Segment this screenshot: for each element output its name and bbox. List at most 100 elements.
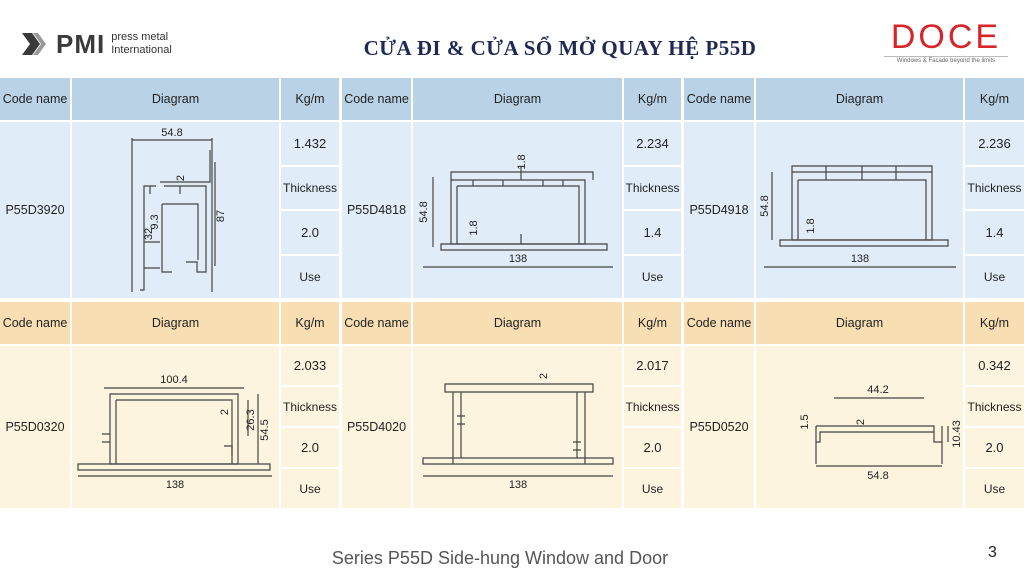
dimension-label: 2 xyxy=(855,419,867,425)
dimension-label: 2 xyxy=(219,409,231,415)
profile-outline xyxy=(444,383,594,393)
profile-thickness-value: 2.0 xyxy=(965,428,1024,467)
profile-outline xyxy=(457,415,581,451)
use-label: Use xyxy=(281,255,339,298)
column-header-code: Code name xyxy=(684,302,754,344)
profile-outline xyxy=(825,166,897,180)
thickness-label: Thickness xyxy=(624,387,681,426)
dimension-label: 87 xyxy=(215,210,227,222)
dimension-label: 138 xyxy=(509,479,527,491)
thickness-label: Thickness xyxy=(624,166,681,209)
dimension-label: 1.8 xyxy=(468,220,480,235)
dimension-label: 44.2 xyxy=(867,384,888,396)
pmi-subtitle: press metal International xyxy=(111,31,172,57)
profile-code: P55D4020 xyxy=(342,346,411,508)
profile-thickness-value: 2.0 xyxy=(624,428,681,467)
profile-kgm-value: 2.033 xyxy=(281,346,339,385)
column-header-code: Code name xyxy=(0,78,70,120)
profile-kgm-value: 1.432 xyxy=(281,122,339,165)
profile-thickness-value: 2.0 xyxy=(281,428,339,467)
profile-section-drawing: 138 2 xyxy=(422,373,614,491)
column-header-code: Code name xyxy=(342,78,411,120)
column-header-kgm: Kg/m xyxy=(281,78,339,120)
column-header-diagram: Diagram xyxy=(413,302,622,344)
column-header-code: Code name xyxy=(342,302,411,344)
column-header-kgm: Kg/m xyxy=(624,78,681,120)
profile-outline xyxy=(815,425,943,443)
pmi-sub-line-2: International xyxy=(111,44,172,56)
dimension-label: 32 xyxy=(143,228,155,240)
dimension-guide xyxy=(131,138,213,292)
dimension-line xyxy=(247,394,259,464)
profile-diagram-2: 138 54.8 1.8 xyxy=(756,122,963,298)
dimension-label: 54.8 xyxy=(867,470,888,482)
dimension-label: 54.8 xyxy=(161,127,182,139)
profile-section-drawing: 138 54.8 1.8 1.8 xyxy=(418,154,613,268)
profile-code: P55D0320 xyxy=(0,346,70,508)
dimension-label: 9.3 xyxy=(149,214,161,229)
dimension-label: 1.8 xyxy=(805,218,817,233)
doce-divider xyxy=(884,56,1008,57)
profile-outline xyxy=(102,433,233,456)
dimension-label: 138 xyxy=(166,479,184,491)
column-header-diagram: Diagram xyxy=(756,78,963,120)
profile-diagram-4: 138 2 xyxy=(413,346,622,508)
dimension-label: 54.8 xyxy=(418,201,430,222)
profile-thickness-value: 2.0 xyxy=(281,211,339,254)
profile-outline xyxy=(144,186,181,269)
use-label: Use xyxy=(965,469,1024,508)
dimension-label: 10.43 xyxy=(951,420,963,448)
dimension-label: 138 xyxy=(509,253,527,265)
column-header-kgm: Kg/m xyxy=(281,302,339,344)
column-header-code: Code name xyxy=(684,78,754,120)
profile-outline xyxy=(115,399,233,464)
thickness-label: Thickness xyxy=(281,166,339,209)
profile-outline xyxy=(161,203,199,273)
dimension-label: 100.4 xyxy=(160,374,188,386)
dimension-label: 1.8 xyxy=(516,154,528,169)
dimension-label: 54.8 xyxy=(759,195,771,216)
profile-thickness-value: 1.4 xyxy=(965,211,1024,254)
profile-code: P55D4818 xyxy=(342,122,411,298)
profile-kgm-value: 2.234 xyxy=(624,122,681,165)
thickness-label: Thickness xyxy=(281,387,339,426)
profile-kgm-value: 2.236 xyxy=(965,122,1024,165)
doce-wordmark: DOCE xyxy=(890,18,1002,56)
doce-tagline: Windows & Facade beyond the limits xyxy=(896,58,996,64)
use-label: Use xyxy=(624,255,681,298)
profile-diagram-1: 138 54.8 1.8 1.8 xyxy=(413,122,622,298)
column-header-diagram: Diagram xyxy=(72,302,279,344)
column-header-code: Code name xyxy=(0,302,70,344)
use-label: Use xyxy=(281,469,339,508)
profile-code: P55D3920 xyxy=(0,122,70,298)
profile-section-drawing: 138 54.8 1.8 xyxy=(759,165,956,268)
dimension-label: 138 xyxy=(851,253,869,265)
profile-kgm-value: 2.017 xyxy=(624,346,681,385)
pmi-sub-line-1: press metal xyxy=(111,31,169,43)
thickness-label: Thickness xyxy=(965,166,1024,209)
dimension-guide xyxy=(815,426,949,464)
column-header-kgm: Kg/m xyxy=(965,302,1024,344)
profile-thickness-value: 1.4 xyxy=(624,211,681,254)
profile-outline xyxy=(797,179,927,240)
column-header-diagram: Diagram xyxy=(413,78,622,120)
use-label: Use xyxy=(965,255,1024,298)
doce-logo: DOCE Windows & Facade beyond the limits xyxy=(880,20,1012,68)
dimension-label: 2 xyxy=(538,373,550,379)
column-header-diagram: Diagram xyxy=(72,78,279,120)
profile-outline xyxy=(456,185,580,244)
profile-outline xyxy=(452,392,586,464)
profile-outline xyxy=(77,463,271,471)
profile-kgm-value: 0.342 xyxy=(965,346,1024,385)
column-header-kgm: Kg/m xyxy=(965,78,1024,120)
use-label: Use xyxy=(624,469,681,508)
pmi-name: PMI xyxy=(56,28,106,59)
pmi-logo-icon xyxy=(22,33,46,55)
profile-outline xyxy=(472,166,564,244)
series-caption: Series P55D Side-hung Window and Door xyxy=(331,548,669,568)
